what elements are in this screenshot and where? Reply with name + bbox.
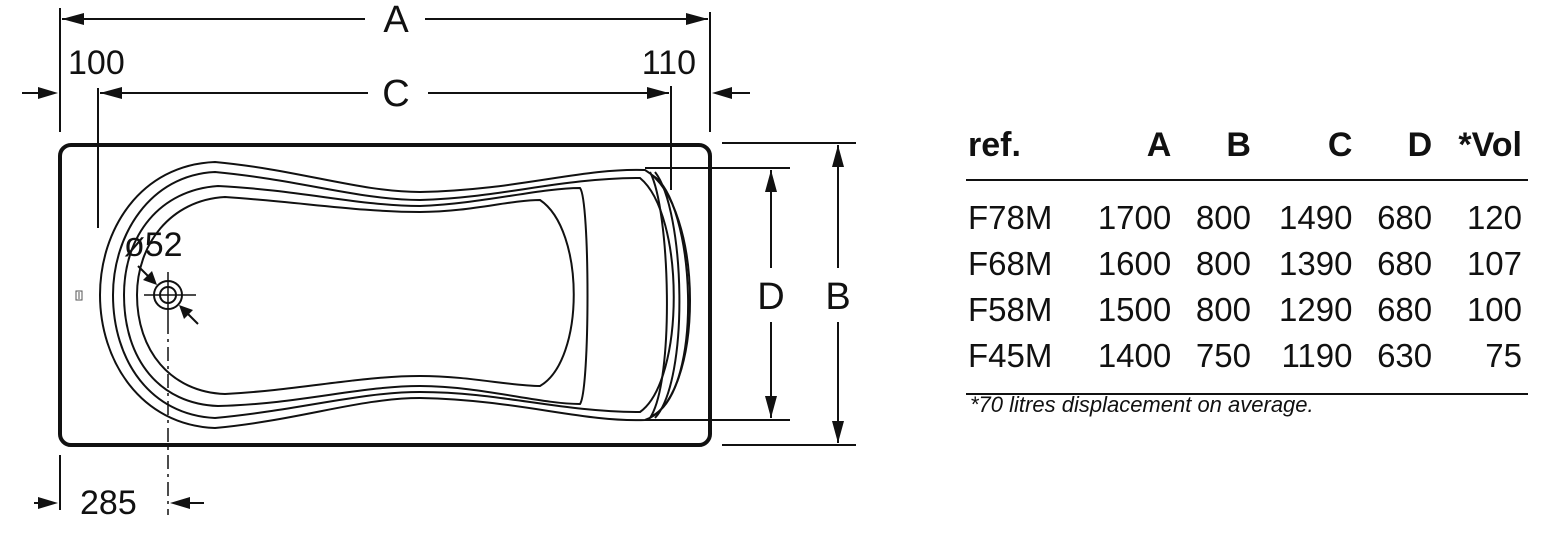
cell-ref: F68M (968, 245, 1053, 282)
cell-d: 680 (1377, 245, 1433, 282)
basin-floor (135, 195, 575, 396)
cell-d: 680 (1377, 291, 1433, 328)
basin-inner-contour (122, 184, 589, 408)
dimension-a-label: A (383, 0, 409, 41)
table-row: F45M 1400 750 1190 630 75 (966, 333, 1528, 395)
dimension-b-line (832, 145, 844, 443)
dimension-c-label: C (382, 73, 409, 115)
volume-footnote: *70 litres displacement on average. (970, 392, 1314, 417)
dimensions-table: ref. A B C D *Vol F78M 1700 800 1490 680… (966, 122, 1528, 395)
cell-d: 630 (1358, 333, 1439, 395)
table-row: F68M 1600 800 1390 680 107 (966, 241, 1528, 287)
header-vol: *Vol (1438, 122, 1528, 181)
cell-vol: 100 (1466, 291, 1522, 328)
cell-a: 1500 (1097, 291, 1172, 328)
basin-mid-contour (111, 170, 675, 420)
tub-outer-rim (58, 143, 712, 447)
left-offset-arrow (22, 87, 58, 99)
drain-icon (144, 272, 196, 320)
drain-offset-arrows (34, 497, 204, 509)
cell-c: 1190 (1256, 333, 1359, 395)
dimension-a-line (62, 13, 708, 25)
cell-b: 800 (1195, 199, 1251, 236)
header-ref: ref. (966, 122, 1076, 181)
cell-b: 750 (1177, 333, 1257, 395)
header-a: A (1075, 122, 1178, 181)
drain-offset-label: 285 (80, 484, 137, 522)
cell-a: 1600 (1097, 245, 1172, 282)
dimension-d-label: D (757, 276, 784, 318)
cell-c: 1490 (1279, 199, 1353, 236)
cell-ref: F78M (968, 199, 1053, 236)
cell-vol: 75 (1438, 333, 1528, 395)
cell-b: 800 (1195, 291, 1251, 328)
table-header-row: ref. A B C D *Vol (966, 122, 1528, 181)
dimension-c-line (100, 87, 669, 99)
cell-vol: 120 (1466, 199, 1522, 236)
right-offset-arrow (712, 87, 750, 99)
header-c: C (1256, 122, 1359, 181)
cell-d: 680 (1377, 199, 1433, 236)
right-offset-label: 110 (642, 44, 696, 82)
cell-a: 1400 (1075, 333, 1178, 395)
cell-b: 800 (1195, 245, 1251, 282)
cell-a: 1700 (1097, 199, 1172, 236)
cell-vol: 107 (1466, 245, 1522, 282)
table-row: F78M 1700 800 1490 680 120 (966, 180, 1528, 241)
header-b: B (1177, 122, 1257, 181)
drain-diameter-label: ø52 (124, 226, 183, 264)
cell-ref: F45M (966, 333, 1076, 395)
overflow-mark-icon (75, 290, 83, 301)
cell-c: 1290 (1279, 291, 1353, 328)
table-row: F58M 1500 800 1290 680 100 (966, 287, 1528, 333)
header-d: D (1358, 122, 1439, 181)
basin-outer-contour (98, 160, 691, 430)
dimension-d-line (765, 170, 777, 418)
dimension-b-label: B (825, 276, 850, 318)
backrest-curve (649, 171, 689, 419)
left-offset-label: 100 (68, 44, 125, 82)
drain-diameter-arrows (137, 265, 199, 325)
cell-ref: F58M (968, 291, 1053, 328)
cell-c: 1390 (1279, 245, 1353, 282)
bathtub-plan-drawing: A 100 110 C ø52 (22, 0, 856, 522)
